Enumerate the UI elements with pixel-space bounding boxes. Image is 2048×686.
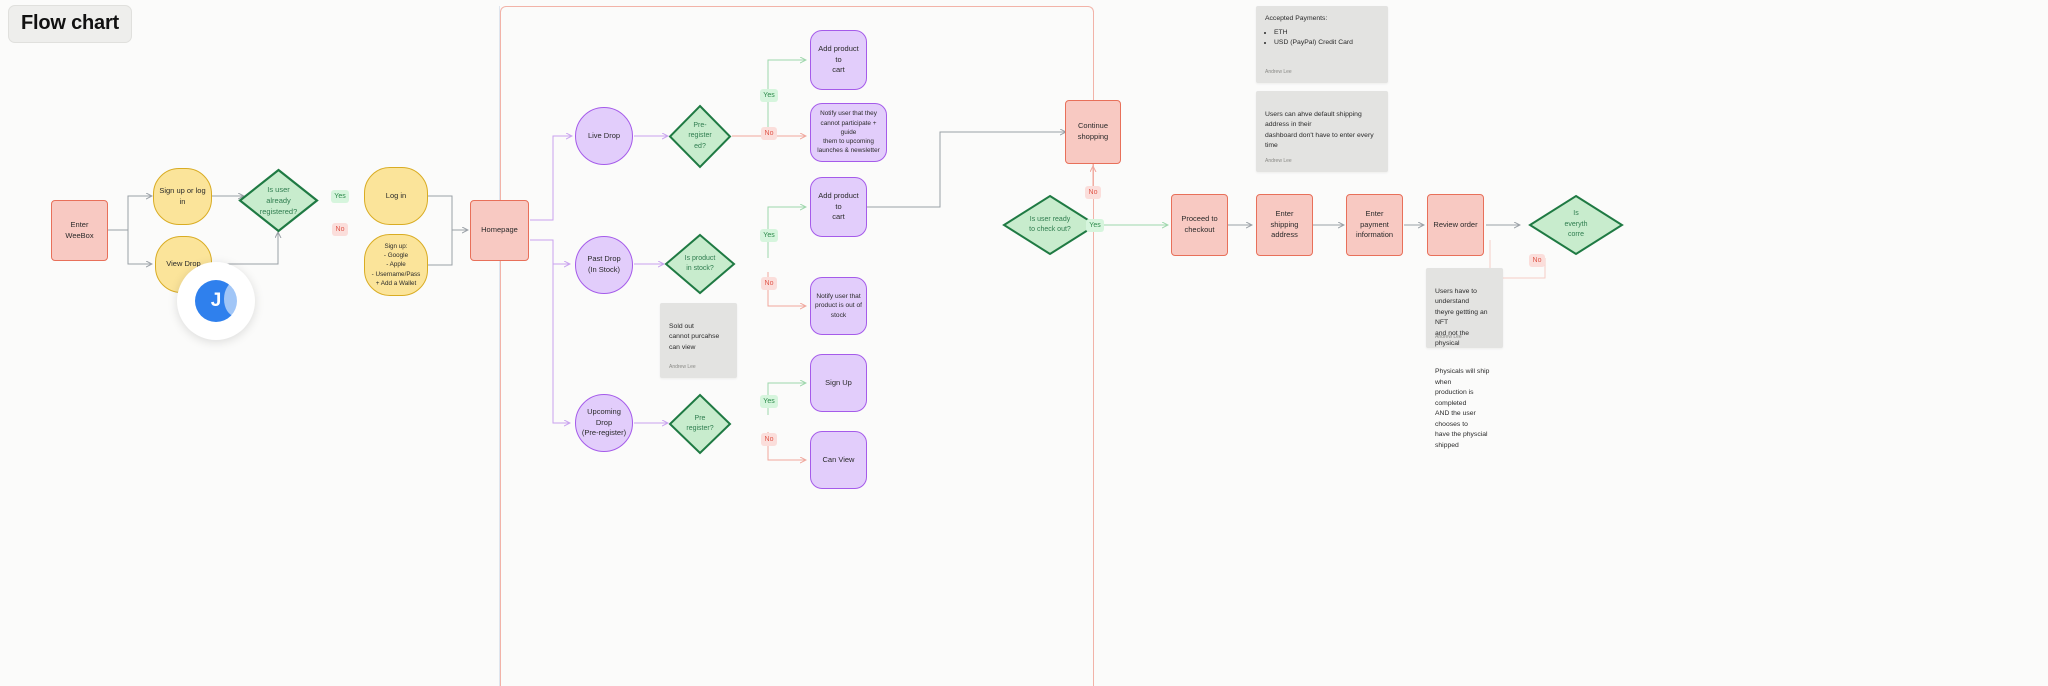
- decision-is-user-ready-checkout[interactable]: Is user ready to check out?: [1002, 194, 1098, 256]
- edge-label-no-registered: No: [332, 223, 348, 236]
- decision-is-user-registered[interactable]: Is user already registered?: [238, 168, 319, 233]
- list-item: ETH: [1274, 28, 1379, 39]
- decision-pre-registered[interactable]: Pre- register ed?: [668, 104, 732, 169]
- node-login[interactable]: Log in: [364, 167, 428, 225]
- node-review-order[interactable]: Review order: [1427, 194, 1484, 256]
- node-past-drop[interactable]: Past Drop (In Stock): [575, 236, 633, 294]
- sticky-text: Sold out cannot purcahse can view: [669, 322, 720, 351]
- vertical-guide: [499, 6, 501, 686]
- node-enter-weebox[interactable]: Enter WeeBox: [51, 200, 108, 261]
- node-signup-or-login[interactable]: Sign up or log in: [153, 168, 212, 225]
- edge-label-yes-prereg: Yes: [760, 89, 778, 102]
- node-live-drop[interactable]: Live Drop: [575, 107, 633, 165]
- sticky-note-accepted-payments[interactable]: Accepted Payments: ETH USD (PayPal) Cred…: [1256, 6, 1388, 83]
- sticky-author: Andrew Lee: [669, 364, 696, 371]
- edge-label-no-instock: No: [761, 277, 777, 290]
- page-title: Flow chart: [8, 5, 133, 43]
- edge-label-no-checkout: No: [1085, 186, 1101, 199]
- decision-label: Is user ready to check out?: [1029, 215, 1071, 234]
- sticky-paragraph-1: Users have to understand theyre gettting…: [1435, 287, 1488, 348]
- sticky-author: Andrew Lee: [1265, 158, 1292, 165]
- sticky-note-shipping-default[interactable]: Users can ahve default shipping address …: [1256, 91, 1388, 172]
- edge-label-no-prereg2: No: [761, 433, 777, 446]
- edge-label-no-review: No: [1529, 254, 1545, 267]
- edge-label-yes-registered: Yes: [331, 190, 349, 203]
- node-proceed-to-checkout[interactable]: Proceed to checkout: [1171, 194, 1228, 256]
- avatar-initial: J: [195, 280, 246, 322]
- collaborator-avatar[interactable]: J: [177, 262, 255, 340]
- node-add-product-cart-2[interactable]: Add product to cart: [810, 177, 867, 237]
- sticky-text: Users can ahve default shipping address …: [1265, 110, 1374, 150]
- decision-label: Is everyth corre: [1564, 210, 1588, 239]
- node-enter-shipping-address[interactable]: Enter shipping address: [1256, 194, 1313, 256]
- node-can-view[interactable]: Can View: [810, 431, 867, 489]
- node-homepage[interactable]: Homepage: [470, 200, 529, 261]
- sticky-author: Andrew Lee: [1435, 334, 1462, 341]
- sticky-heading: Accepted Payments:: [1265, 15, 1328, 22]
- node-continue-shopping[interactable]: Continue shopping: [1065, 100, 1121, 164]
- edge-label-no-prereg: No: [761, 127, 777, 140]
- node-enter-payment-information[interactable]: Enter payment information: [1346, 194, 1403, 256]
- sticky-list: ETH USD (PayPal) Credit Card: [1274, 28, 1379, 50]
- sticky-note-sold-out[interactable]: Sold out cannot purcahse can view Andrew…: [660, 303, 737, 378]
- node-notify-cannot-participate[interactable]: Notify user that they cannot participate…: [810, 103, 887, 162]
- node-notify-out-of-stock[interactable]: Notify user that product is out of stock: [810, 277, 867, 335]
- sticky-paragraph-2: Physicals will ship when production is c…: [1435, 368, 1490, 449]
- sticky-note-nft-physical[interactable]: Users have to understand theyre gettting…: [1426, 268, 1503, 449]
- edge-label-yes-checkout: Yes: [1086, 219, 1104, 232]
- decision-label: Pre- register ed?: [688, 121, 712, 150]
- decision-label: Pre register?: [686, 414, 714, 433]
- decision-label: Is user already registered?: [259, 184, 298, 217]
- list-item: USD (PayPal) Credit Card: [1274, 38, 1379, 49]
- sticky-author: Andrew Lee: [1265, 69, 1292, 76]
- edge-label-yes-prereg2: Yes: [760, 395, 778, 408]
- decision-label: Is product in stock?: [684, 254, 716, 273]
- decision-is-product-in-stock[interactable]: Is product in stock?: [664, 233, 736, 295]
- decision-is-everything-correct[interactable]: Is everyth corre: [1528, 194, 1624, 256]
- node-sign-up[interactable]: Sign Up: [810, 354, 867, 412]
- node-upcoming-drop[interactable]: Upcoming Drop (Pre-register): [575, 394, 633, 452]
- node-signup-details[interactable]: Sign up: - Google - Apple - Username/Pas…: [364, 234, 428, 296]
- group-frame: [500, 6, 1094, 686]
- edge-label-yes-instock: Yes: [760, 229, 778, 242]
- node-add-product-cart-1[interactable]: Add product to cart: [810, 30, 867, 90]
- decision-pre-register[interactable]: Pre register?: [668, 393, 732, 455]
